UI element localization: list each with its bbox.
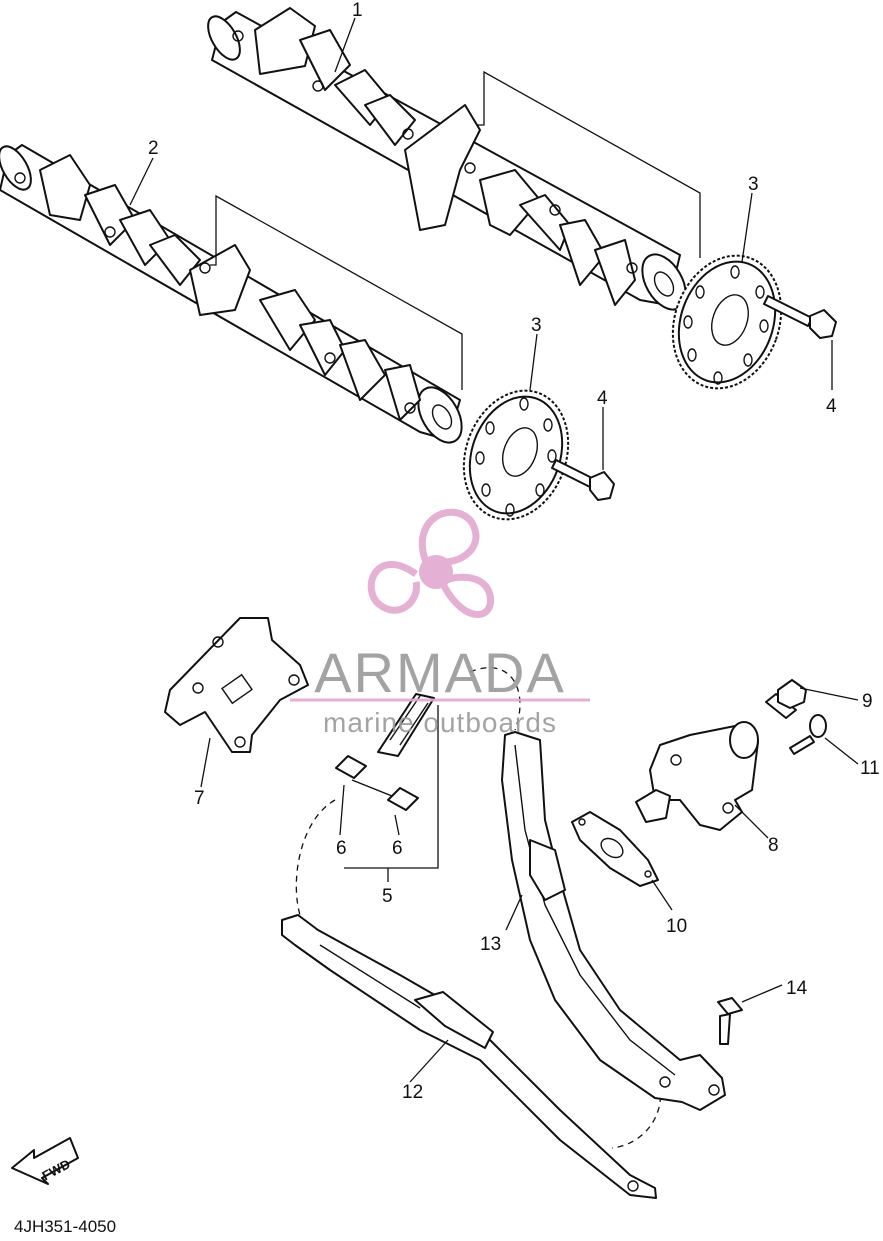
camshaft-lower: [0, 144, 463, 444]
callout-6-right: 6: [392, 838, 403, 859]
callout-4-lower: 4: [597, 388, 608, 409]
watermark-tagline: marine outboards: [323, 707, 557, 738]
chain-tensioner: [635, 721, 759, 831]
callout-leaders: [129, 17, 859, 1083]
bolt-14: [717, 997, 743, 1045]
camshaft-upper: [207, 7, 687, 311]
gasket-10: [571, 811, 659, 887]
chain-guide-top: [164, 617, 309, 753]
callout-3-lower: 3: [531, 315, 542, 336]
chain-guide-rear: [501, 731, 726, 1111]
armada-watermark: ARMADA marine outboards: [290, 508, 590, 738]
screw-11: [789, 714, 827, 755]
cam-sprocket-upper: [671, 254, 783, 390]
propeller-hub: [419, 555, 453, 589]
watermark-brand: ARMADA: [314, 641, 566, 704]
callout-13: 13: [480, 934, 501, 955]
callout-6-left: 6: [336, 838, 347, 859]
fwd-arrow-icon: FWD: [11, 1137, 79, 1185]
callout-4-upper: 4: [826, 396, 837, 417]
callout-14: 14: [786, 978, 808, 999]
callout-11: 11: [860, 758, 880, 779]
callout-2: 2: [148, 138, 159, 159]
callout-labels: 1 2 3 3 4 4 5 6 6 7 8 9 10 11 12 13 14: [148, 0, 880, 1103]
callout-12: 12: [402, 1082, 423, 1103]
cam-sprocket-lower: [462, 389, 570, 521]
propeller-logo: [367, 508, 495, 618]
timing-chain: [295, 666, 662, 1149]
callout-5: 5: [382, 886, 393, 907]
propeller-blade-right: [440, 573, 495, 618]
diagram-code: 4JH351-4050: [14, 1217, 116, 1236]
callout-3-upper: 3: [748, 174, 759, 195]
callout-10: 10: [666, 916, 687, 937]
callout-9: 9: [862, 691, 873, 712]
callout-7: 7: [194, 788, 205, 809]
bolt-9: [765, 679, 807, 719]
bolt-upper: [763, 295, 837, 339]
callout-8: 8: [768, 835, 779, 856]
callout-1: 1: [352, 0, 363, 21]
propeller-blade-left: [367, 561, 420, 614]
chain-guide-front: [281, 914, 657, 1199]
propeller-blade-top: [418, 508, 480, 566]
bolt-lower: [551, 459, 615, 501]
